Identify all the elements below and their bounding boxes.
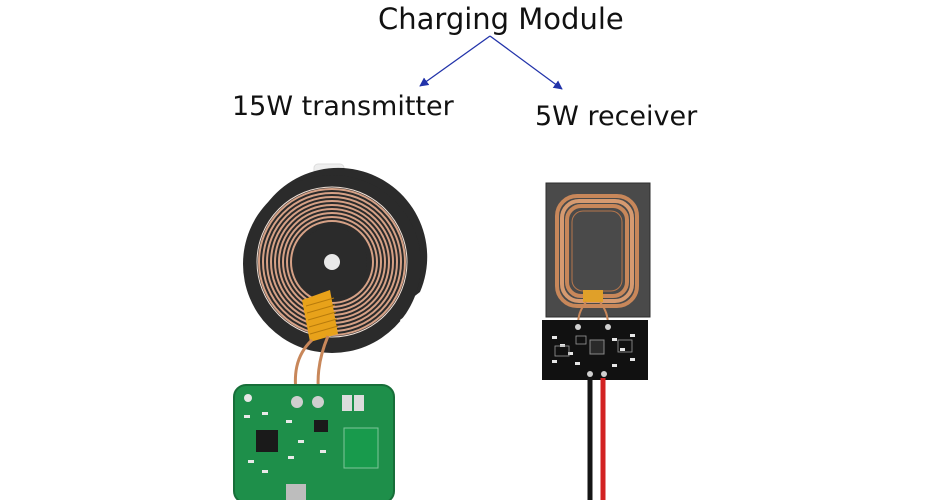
- receiver-pcb: [542, 320, 648, 380]
- transmitter-pcb: [233, 384, 395, 500]
- transmitter-label: 15W transmitter: [232, 91, 454, 122]
- arrow-to-receiver: [489, 35, 563, 90]
- transmitter-flex-lead: [302, 290, 339, 342]
- diagram-title: Charging Module: [378, 2, 624, 36]
- transmitter-coil: [243, 163, 440, 406]
- arrow-to-transmitter: [419, 35, 491, 87]
- branch-arrows: [419, 35, 563, 90]
- receiver-coil: [545, 182, 651, 327]
- receiver-label: 5W receiver: [535, 101, 698, 132]
- receiver-wires: [587, 378, 606, 500]
